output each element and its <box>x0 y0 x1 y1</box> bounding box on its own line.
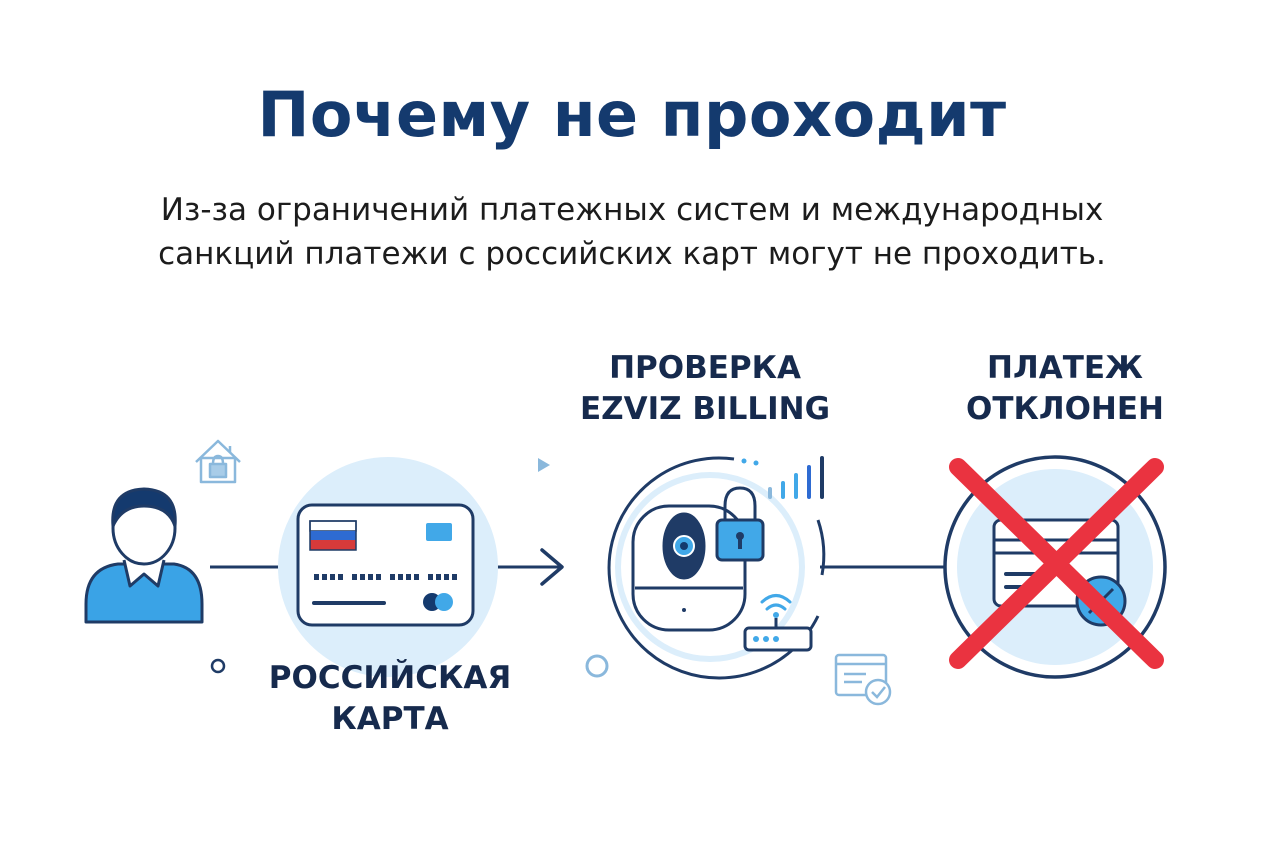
subtitle-line-1: Из-за ограничений платежных систем и меж… <box>160 192 1104 228</box>
padlock-icon <box>715 486 765 562</box>
stage-label-declined: ПЛАТЕЖ ОТКЛОНЕН <box>940 348 1190 430</box>
decor-ring-center <box>585 654 609 678</box>
signal-bars-icon <box>768 456 824 499</box>
page-subtitle: Из-за ограничений платежных систем и меж… <box>0 188 1264 276</box>
page-title: Почему не проходит <box>257 78 1007 151</box>
stage-label-declined-line-1: ПЛАТЕЖ <box>987 350 1143 386</box>
stage-label-check: ПРОВЕРКА EZVIZ BILLING <box>570 348 840 430</box>
russian-flag-icon <box>309 520 357 551</box>
stage-label-declined-line-2: ОТКЛОНЕН <box>965 391 1164 427</box>
receipt-check-icon <box>834 653 892 706</box>
stage-label-card: РОССИЙСКАЯ КАРТА <box>245 658 535 740</box>
decor-triangle <box>538 458 550 472</box>
flow-arrow-head <box>540 548 564 586</box>
stage-label-check-line-1: ПРОВЕРКА <box>609 350 801 386</box>
bank-card-icon <box>296 503 475 627</box>
house-lock-icon <box>195 439 241 484</box>
router-wifi-icon <box>743 594 813 652</box>
decor-ring-left <box>210 658 226 674</box>
stage-label-card-line-1: РОССИЙСКАЯ <box>268 660 512 696</box>
stage-label-card-line-2: КАРТА <box>331 701 449 737</box>
user-icon <box>84 487 204 624</box>
billing-check-ring <box>607 456 826 680</box>
subtitle-line-2: санкций платежи с российских карт могут … <box>158 236 1106 272</box>
stage-label-check-line-2: EZVIZ BILLING <box>579 391 831 427</box>
red-cross-icon <box>949 458 1164 669</box>
